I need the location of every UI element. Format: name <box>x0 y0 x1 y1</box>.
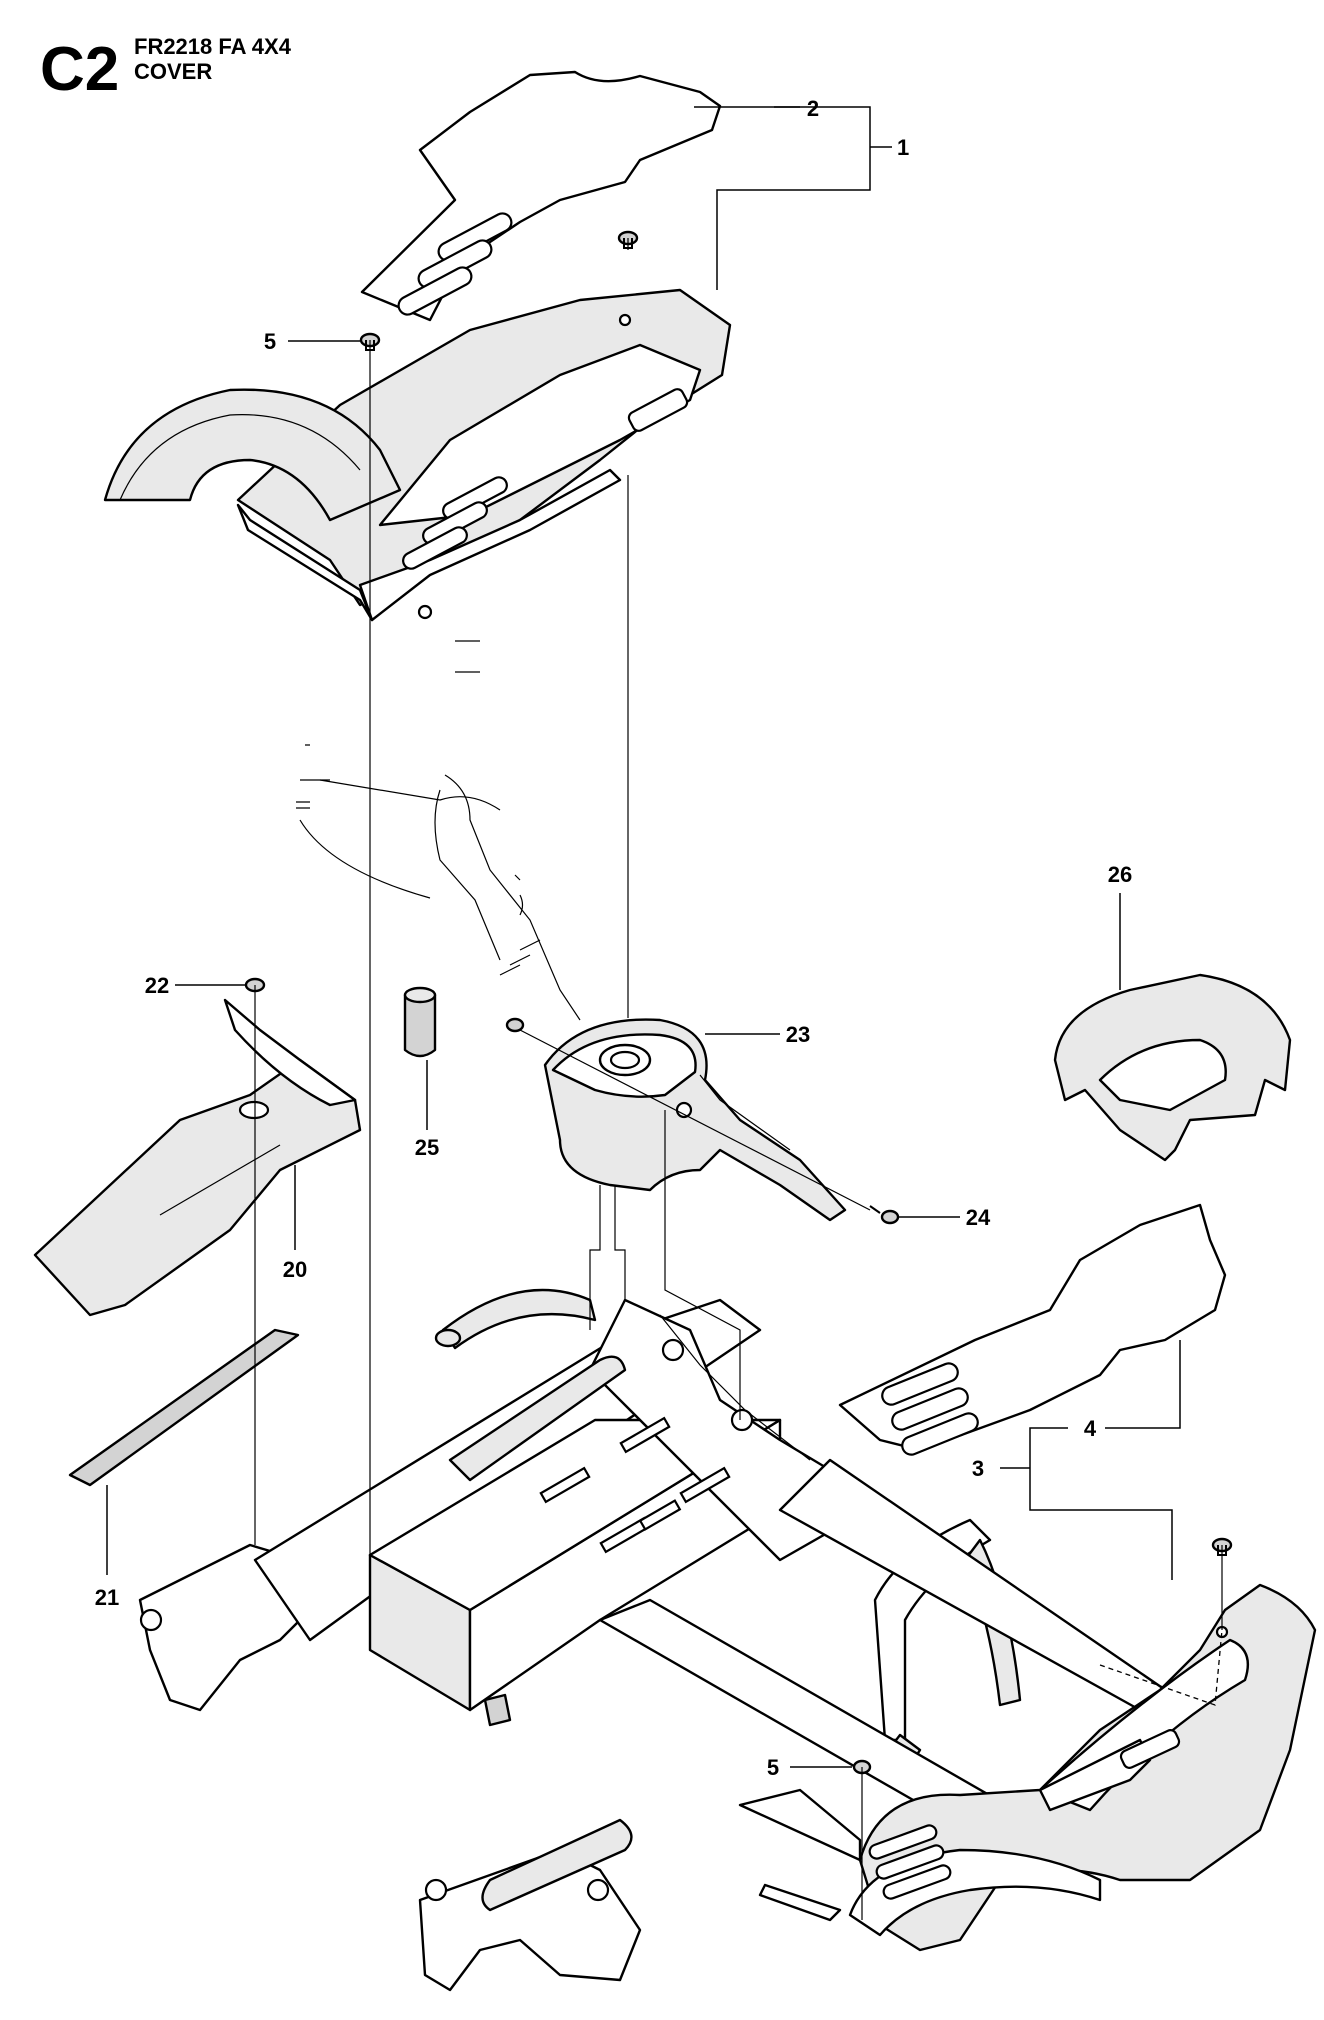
callout-25: 25 <box>415 1135 439 1160</box>
screw-24 <box>869 1205 900 1225</box>
chassis-frame <box>138 1288 1182 1992</box>
callout-1: 1 <box>897 135 909 160</box>
part-20-side-cover <box>33 998 362 1317</box>
part-1-rear-fender <box>103 288 732 622</box>
callouts: 2 1 5 26 22 23 25 24 20 4 3 21 <box>95 96 1181 1780</box>
callout-3: 3 <box>972 1456 984 1481</box>
part-2-rear-mat <box>360 70 722 322</box>
callout-23: 23 <box>786 1022 810 1047</box>
steering-ghost-lines <box>296 640 581 1021</box>
callout-4: 4 <box>1084 1416 1097 1441</box>
part-21-plate <box>68 1328 300 1487</box>
alignment-lines <box>254 238 1223 1920</box>
screw-23 <box>505 1017 525 1033</box>
callout-22: 22 <box>145 973 169 998</box>
header: C2 FR2218 FA 4X4 COVER <box>40 34 292 104</box>
callout-5-top: 5 <box>264 329 276 354</box>
callout-24: 24 <box>966 1205 991 1230</box>
part-25-knob <box>403 986 437 1058</box>
section-name: COVER <box>134 59 212 84</box>
callout-2: 2 <box>807 96 819 121</box>
part-4-front-mat <box>838 1203 1227 1456</box>
callout-5-bottom: 5 <box>767 1755 779 1780</box>
section-code: C2 <box>40 35 119 104</box>
part-3-front-fender <box>738 1583 1317 1952</box>
callout-26: 26 <box>1108 862 1132 887</box>
model-name: FR2218 FA 4X4 <box>134 34 292 59</box>
callout-21: 21 <box>95 1585 119 1610</box>
callout-20: 20 <box>283 1257 307 1282</box>
part-26-hood <box>1053 973 1292 1162</box>
